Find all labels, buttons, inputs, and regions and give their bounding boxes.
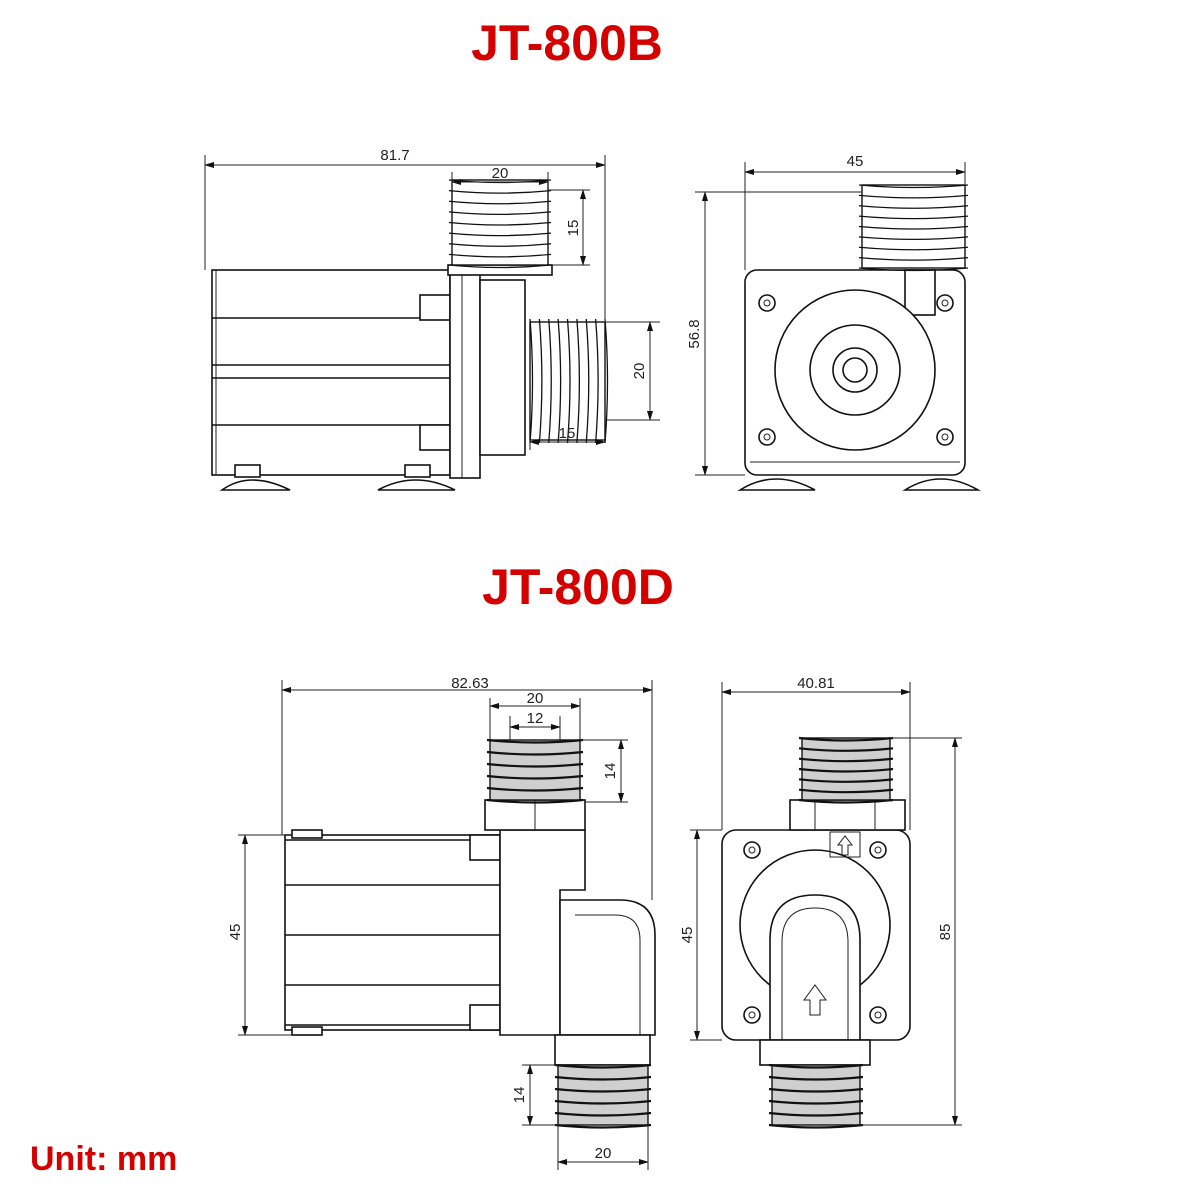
jt800b-front-dimensions: 45 56.8 <box>686 153 966 476</box>
dim-inlet-height: 14 <box>511 1087 528 1104</box>
dim-inlet-width: 20 <box>595 1145 612 1162</box>
model-title-jt-800b: JT-800B <box>471 15 663 71</box>
jt800b-side-view <box>211 179 609 491</box>
dim-overall-height: 85 <box>937 924 954 941</box>
threaded-fitting <box>448 179 552 269</box>
dim-outlet-width: 20 <box>527 690 544 707</box>
dim-outlet-inner: 12 <box>527 710 544 727</box>
dim-outlet-width: 20 <box>492 165 509 182</box>
threaded-fitting <box>858 184 969 272</box>
threaded-fitting <box>798 736 894 804</box>
dim-inlet-length: 15 <box>559 425 576 442</box>
unit-label: Unit: mm <box>30 1140 177 1178</box>
dim-body-height: 45 <box>227 924 244 941</box>
jt800b-front-view <box>737 184 981 491</box>
dim-outlet-height: 15 <box>565 220 582 237</box>
model-title-jt-800d: JT-800D <box>482 559 674 615</box>
threaded-fitting <box>486 738 584 804</box>
threaded-fitting <box>554 1063 652 1129</box>
dim-front-width: 40.81 <box>797 675 835 692</box>
dim-overall-length: 82.63 <box>451 675 489 692</box>
dim-front-height: 56.8 <box>686 319 703 348</box>
jt800d-front-dimensions: 40.81 45 85 <box>679 675 962 1126</box>
dim-outlet-height: 14 <box>602 763 619 780</box>
jt800b-side-dimensions: 81.7 20 15 20 15 <box>204 147 660 450</box>
dim-overall-length: 81.7 <box>380 147 409 164</box>
jt800d-side-dimensions: 82.63 20 12 14 45 14 20 <box>227 675 653 1170</box>
jt800d-side-view <box>284 738 656 1129</box>
threaded-fitting <box>529 318 609 444</box>
jt800d-front-view <box>721 736 911 1129</box>
dim-front-body-height: 45 <box>679 927 696 944</box>
threaded-fitting <box>768 1063 864 1129</box>
dim-front-width: 45 <box>847 153 864 170</box>
dim-inlet-height: 20 <box>631 363 648 380</box>
